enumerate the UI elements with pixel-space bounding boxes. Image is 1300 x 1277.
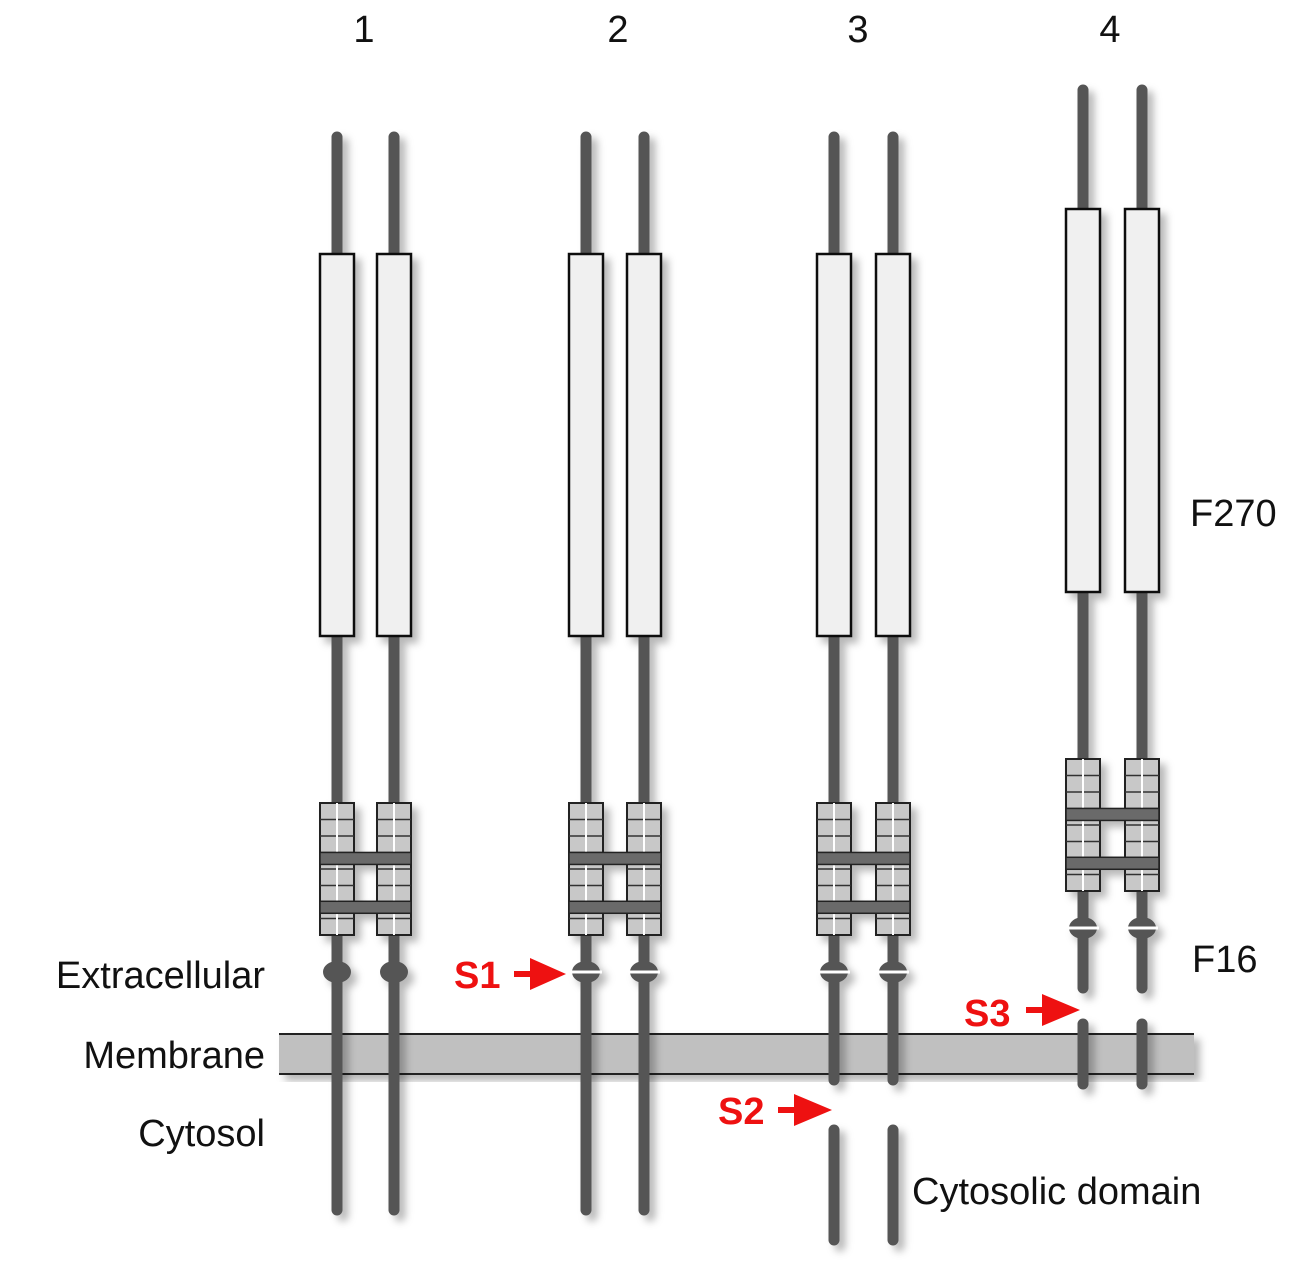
- column-label-3: 3: [847, 9, 868, 51]
- s3-arrow-icon: [1026, 994, 1080, 1026]
- receptor-pair-3: [815, 131, 912, 1246]
- egf-repeat-box: [1064, 207, 1102, 594]
- column-label-4: 4: [1099, 9, 1120, 51]
- heterodimer-bar: [1065, 807, 1160, 822]
- s1-label: S1: [454, 955, 500, 997]
- receptor-pair-1: [318, 131, 413, 1216]
- cleavage-site-s3: S3: [964, 993, 1080, 1035]
- receptor-pair-4: [1064, 84, 1161, 1090]
- receptor-strands: [318, 84, 1161, 1246]
- heterodimer-bar: [816, 851, 911, 866]
- s2-label: S2: [718, 1091, 764, 1133]
- egf-repeat-box: [874, 252, 912, 638]
- f16-label: F16: [1192, 939, 1257, 981]
- heterodimer-bar: [816, 900, 911, 915]
- membrane-label: Membrane: [83, 1035, 265, 1077]
- egf-repeat-box: [625, 252, 663, 638]
- egf-repeat-box: [567, 252, 605, 638]
- heterodimer-bar: [568, 900, 662, 915]
- cytosolic-domain-label: Cytosolic domain: [912, 1171, 1201, 1213]
- egf-repeat-box: [375, 252, 413, 638]
- s1-arrow-icon: [514, 958, 566, 990]
- egf-repeat-box: [318, 252, 356, 638]
- f270-label: F270: [1190, 493, 1277, 535]
- cleavage-site-s1: S1: [454, 955, 566, 997]
- receptor-pair-2: [567, 131, 663, 1216]
- heterodimer-bar: [319, 900, 412, 915]
- cleavage-knob: [323, 961, 351, 983]
- membrane-band: [279, 1033, 1194, 1075]
- column-label-2: 2: [607, 9, 628, 51]
- cytosol-label: Cytosol: [138, 1113, 265, 1155]
- s3-label: S3: [964, 993, 1010, 1035]
- extracellular-label: Extracellular: [56, 955, 265, 997]
- heterodimer-bar: [319, 851, 412, 866]
- column-label-1: 1: [353, 9, 374, 51]
- egf-repeat-box: [815, 252, 853, 638]
- egf-repeat-box: [1123, 207, 1161, 594]
- cleavage-knob: [380, 961, 408, 983]
- heterodimer-bar: [1065, 856, 1160, 871]
- s2-arrow-icon: [778, 1094, 832, 1126]
- cleavage-site-s2: S2: [718, 1091, 832, 1133]
- heterodimer-bar: [568, 851, 662, 866]
